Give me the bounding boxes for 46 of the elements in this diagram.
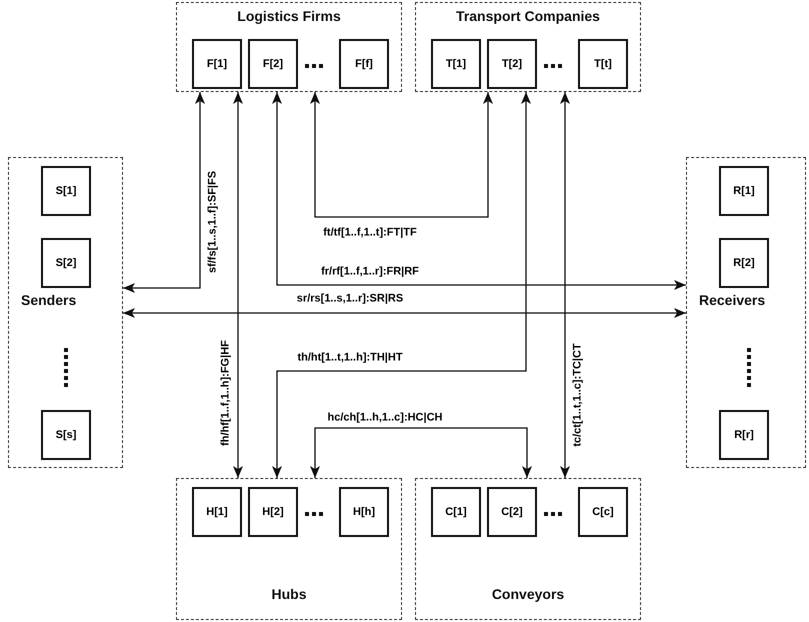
entity-box: H[1] <box>192 487 242 537</box>
entity-box: T[t] <box>578 39 628 89</box>
entity-box: C[2] <box>487 487 537 537</box>
group-heading: Hubs <box>272 586 306 602</box>
edge-label: fh/hf[1..f,1..h]:FG|HF <box>220 339 232 447</box>
group-heading: Transport Companies <box>456 8 600 24</box>
edge-label: ft/tf[1..f,1..t]:FT|TF <box>322 226 418 240</box>
entity-box: C[c] <box>578 487 628 537</box>
entity-box: H[2] <box>248 487 298 537</box>
group-heading: Receivers <box>699 292 766 308</box>
entity-box: S[s] <box>41 410 91 460</box>
entity-box: R[1] <box>719 166 769 216</box>
arrow <box>310 92 493 218</box>
entity-box: F[1] <box>192 39 242 89</box>
group-box <box>8 157 123 468</box>
entity-box: H[h] <box>339 487 389 537</box>
arrow <box>272 92 531 478</box>
group-heading: Senders <box>21 292 76 308</box>
edge-label: sr/rs[1..s,1..r]:SR|RS <box>296 292 404 306</box>
arrow <box>310 427 532 478</box>
entity-box: S[1] <box>41 166 91 216</box>
group-box <box>415 478 641 620</box>
group-heading: Conveyors <box>492 586 564 602</box>
group-box <box>686 157 806 468</box>
edge-label: hc/ch[1..h,1..c]:HC|CH <box>326 412 444 424</box>
entity-box: F[2] <box>248 39 298 89</box>
arrow <box>123 308 686 318</box>
entity-box: R[r] <box>719 410 769 460</box>
arrow <box>560 92 570 478</box>
entity-box: F[f] <box>339 39 389 89</box>
group-heading: Logistics Firms <box>237 8 341 24</box>
arrow <box>272 92 686 290</box>
entity-box: C[1] <box>431 487 481 537</box>
group-box <box>176 478 402 620</box>
entity-box: T[1] <box>431 39 481 89</box>
edge-label: fr/rf[1..f,1..r]:FR|RF <box>320 266 420 278</box>
arrow <box>123 92 205 293</box>
entity-box: T[2] <box>487 39 537 89</box>
entity-box: R[2] <box>719 238 769 288</box>
edge-label: sf/fs[1..s,1..f]:SF|FS <box>206 170 220 274</box>
group-box <box>176 2 402 92</box>
edge-label: tc/ct[1..t,1..c]:TC|CT <box>572 342 584 448</box>
arrow <box>233 92 243 478</box>
entity-box: S[2] <box>41 238 91 288</box>
edge-label: th/ht[1..t,1..h]:TH|HT <box>296 352 404 364</box>
group-box <box>415 2 641 92</box>
